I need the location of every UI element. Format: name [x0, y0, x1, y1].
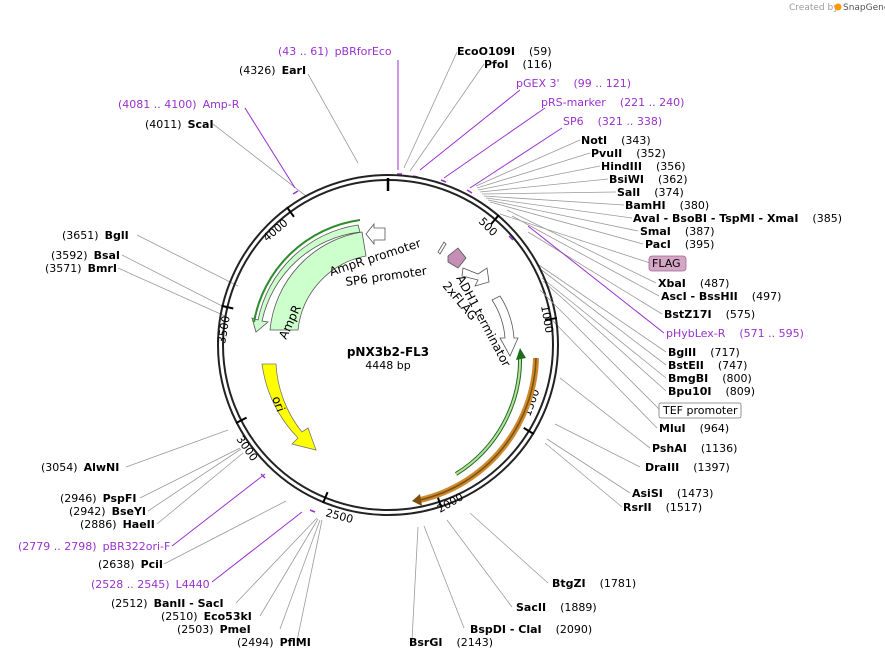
enzyme-label: MluI(964) [659, 422, 729, 435]
feature-arrows [251, 219, 539, 506]
enzyme-label: (2494)PflMI [237, 636, 311, 649]
enzyme-label: (2638)PciI [98, 558, 163, 571]
adh1-terminator-arrow [461, 267, 490, 287]
tick-mark [286, 206, 295, 218]
tef-promoter-arrow [491, 295, 519, 357]
enzyme-label: BtgZI(1781) [552, 577, 636, 590]
tick-label-4000: 4000 [261, 216, 291, 244]
marker-arc-green-head [516, 348, 526, 360]
primer-labels: (43 .. 61)pBRforEco pGEX 3'(99 .. 121) p… [18, 45, 804, 591]
marker-arc-green-inner [455, 355, 522, 475]
tick-mark [490, 214, 500, 225]
enzyme-label: (4326)EarI [239, 64, 306, 77]
enzyme-label: EcoO109I(59) [457, 45, 552, 58]
enzyme-label: (3592)BsaI [51, 249, 120, 262]
tick-mark [322, 491, 329, 504]
plasmid-name: pNX3b2-FL3 [347, 345, 429, 359]
primer-label: (2779 .. 2798)pBR322ori-F [18, 540, 170, 553]
primer-label: pHybLex-R(571 .. 595) [666, 327, 804, 340]
enzyme-label: PfoI(116) [484, 58, 552, 71]
enzyme-label: (3651)BglI [62, 229, 129, 242]
primer-pointers [171, 60, 665, 583]
tick-mark [436, 495, 443, 508]
enzyme-label: BglII(717) [668, 346, 740, 359]
connector-lines [117, 51, 667, 642]
tick-mark [221, 304, 234, 310]
flag-block [447, 247, 467, 269]
primer-label: pGEX 3'(99 .. 121) [516, 77, 631, 90]
enzyme-label: BstEII(747) [668, 359, 747, 372]
enzyme-label: PshAI(1136) [652, 442, 737, 455]
enzyme-label: (4011)ScaI [145, 118, 214, 131]
enzyme-label: RsrII(1517) [623, 501, 702, 514]
tick-mark [523, 426, 535, 435]
primer-label: (43 .. 61)pBRforEco [278, 45, 392, 58]
enzyme-label: BspDI - ClaI(2090) [470, 623, 592, 636]
primer-label: pRS-marker(221 .. 240) [541, 96, 684, 109]
enzyme-label: BstZ17I(575) [664, 308, 755, 321]
primer-label: (4081 .. 4100)Amp-R [118, 98, 240, 111]
credit-prefix: Created by [789, 3, 839, 13]
ampr-highlight-arc [253, 219, 361, 323]
enzyme-label: (3054)AlwNI [41, 461, 119, 474]
enzyme-label: BamHI(380) [625, 199, 709, 212]
enzyme-label: Bpu10I(809) [668, 385, 755, 398]
enzyme-label: BsiWI(362) [609, 173, 688, 186]
tick-label-3000: 3000 [234, 433, 261, 463]
tef-promoter-label: TEF promoter [662, 404, 738, 417]
enzyme-label: HindIII(356) [601, 160, 686, 173]
plasmid-size: 4448 bp [365, 359, 410, 372]
tef-connector [539, 289, 661, 411]
tick-label-3500: 3500 [215, 315, 233, 345]
primer-label: (2528 .. 2545)L4440 [91, 578, 210, 591]
backbone-outer [217, 174, 559, 516]
enzyme-label: AscI - BssHII(497) [661, 290, 781, 303]
primer-label: SP6(321 .. 338) [563, 115, 662, 128]
marker-arc-orange-core [419, 357, 537, 501]
enzyme-label: SacII(1889) [516, 601, 597, 614]
marker-arc-orange-head [412, 494, 422, 506]
ampr-arrow [251, 224, 361, 333]
enzyme-label: XbaI(487) [658, 277, 729, 290]
enzyme-label: NotI(343) [581, 134, 651, 147]
tef-promoter-box [658, 402, 742, 419]
feature-label-ori: ori [269, 394, 287, 413]
enzyme-label: DraIII(1397) [645, 461, 730, 474]
enzyme-label: (2512)BanII - SacI [111, 597, 224, 610]
enzyme-label: SalI(374) [617, 186, 684, 199]
ampr-body [269, 231, 367, 331]
ori-arrow [261, 363, 317, 451]
credit-brand: SnapGene [843, 3, 885, 13]
tick-marks [221, 206, 558, 508]
enzyme-label: (2510)Eco53kI [161, 610, 252, 623]
tick-label-2500: 2500 [324, 506, 354, 526]
enzyme-label: BmgBI(800) [668, 372, 752, 385]
tick-mark [235, 416, 248, 425]
tick-mark [544, 317, 558, 321]
flag-connector [499, 213, 651, 264]
enzyme-labels: (4326)EarI EcoO109I(59) PfoI(116) (4011)… [41, 45, 842, 649]
enzyme-label: AvaI - BsoBI - TspMI - XmaI(385) [633, 212, 842, 225]
enzyme-label: (3571)BmrI [45, 262, 117, 275]
snapgene-logo-icon [834, 3, 842, 11]
enzyme-label: SmaI(387) [640, 225, 715, 238]
tick-label-1000: 1000 [538, 304, 556, 334]
flag-box [648, 255, 687, 272]
enzyme-label: AsiSI(1473) [632, 487, 713, 500]
enzyme-label: (2942)BseYI [69, 505, 146, 518]
ampr-promoter-arrow [365, 222, 386, 246]
enzyme-label: BsrGI(2143) [409, 636, 493, 649]
enzyme-label: (2946)PspFI [60, 492, 136, 505]
enzyme-label: PvuII(352) [591, 147, 666, 160]
enzyme-label: (2886)HaeII [80, 518, 155, 531]
sp6-promoter-arrow [437, 241, 447, 255]
enzyme-label: PacI(395) [645, 238, 714, 251]
enzyme-label: (2503)PmeI [177, 623, 251, 636]
flag-box-label: FLAG [652, 257, 681, 270]
